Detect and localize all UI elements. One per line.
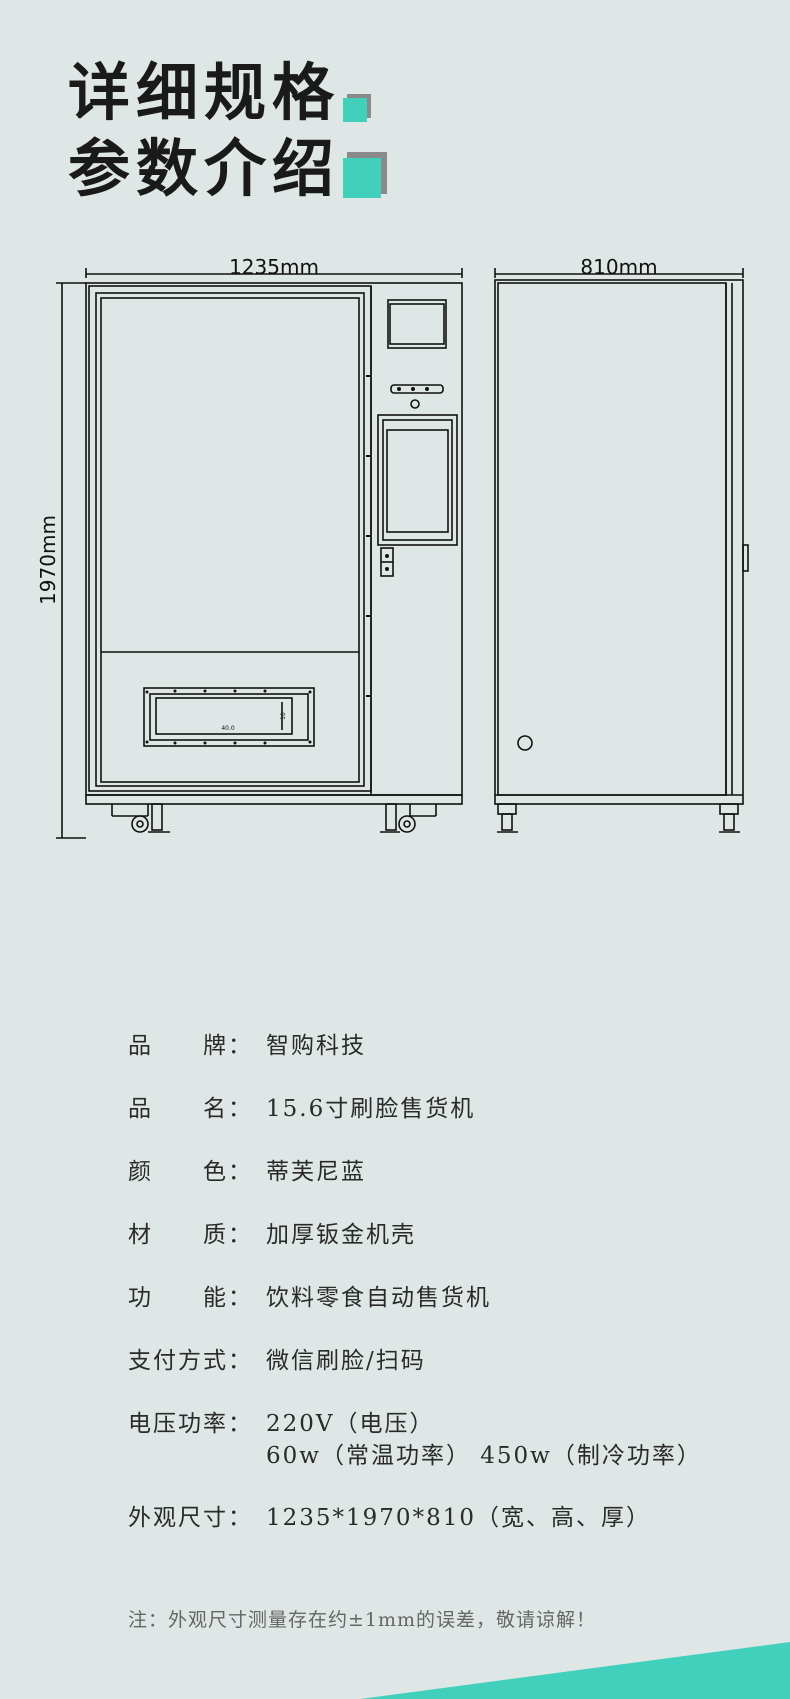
front-width-label: 1235mm	[229, 255, 319, 279]
spec-product-name: 品 名： 15.6寸刷脸售货机	[128, 1089, 475, 1123]
disclaimer-note: 注：外观尺寸测量存在约±1mm的误差，敬请谅解！	[128, 1609, 597, 1631]
spec-value: 智购科技	[266, 1033, 366, 1059]
spec-label: 品 牌：	[128, 1033, 253, 1059]
height-label: 1970mm	[36, 515, 60, 605]
spec-power: 电压功率： 220V（电压） 60w（常温功率） 450w（制冷功率）	[128, 1404, 700, 1469]
side-width-label: 810mm	[580, 255, 657, 279]
spec-value: 蒂芙尼蓝	[266, 1159, 366, 1185]
slot-width-label: 40.0	[221, 725, 235, 732]
spec-value: 1235*1970*810（宽、高、厚）	[266, 1505, 651, 1531]
spec-value: 加厚钣金机壳	[266, 1222, 416, 1248]
spec-label: 电压功率：	[128, 1411, 253, 1437]
spec-label: 支付方式：	[128, 1348, 253, 1374]
spec-label: 外观尺寸：	[128, 1505, 253, 1531]
spec-label: 功 能：	[128, 1285, 253, 1311]
spec-function: 功 能： 饮料零食自动售货机	[128, 1278, 491, 1312]
spec-value: 15.6寸刷脸售货机	[266, 1096, 476, 1122]
spec-brand: 品 牌： 智购科技	[128, 1026, 366, 1060]
spec-label: 品 名：	[128, 1096, 253, 1122]
spec-value: 220V（电压）	[266, 1411, 435, 1437]
spec-label: 材 质：	[128, 1222, 253, 1248]
spec-payment: 支付方式： 微信刷脸/扫码	[128, 1341, 426, 1375]
spec-label: 颜 色：	[128, 1159, 253, 1185]
title-line-1: 详细规格	[68, 56, 341, 129]
vending-machine-drawing: 1235mm 810mm 1970mm 40.0 10	[36, 255, 749, 839]
spec-color: 颜 色： 蒂芙尼蓝	[128, 1152, 366, 1186]
spec-material: 材 质： 加厚钣金机壳	[128, 1215, 416, 1249]
spec-dimensions: 外观尺寸： 1235*1970*810（宽、高、厚）	[128, 1498, 651, 1532]
spec-value: 微信刷脸/扫码	[266, 1348, 426, 1374]
slot-height-label: 10	[280, 712, 287, 720]
spec-value-line2: 60w（常温功率） 450w（制冷功率）	[266, 1443, 702, 1469]
spec-value: 饮料零食自动售货机	[266, 1285, 491, 1311]
title-line-2: 参数介绍	[68, 132, 341, 205]
